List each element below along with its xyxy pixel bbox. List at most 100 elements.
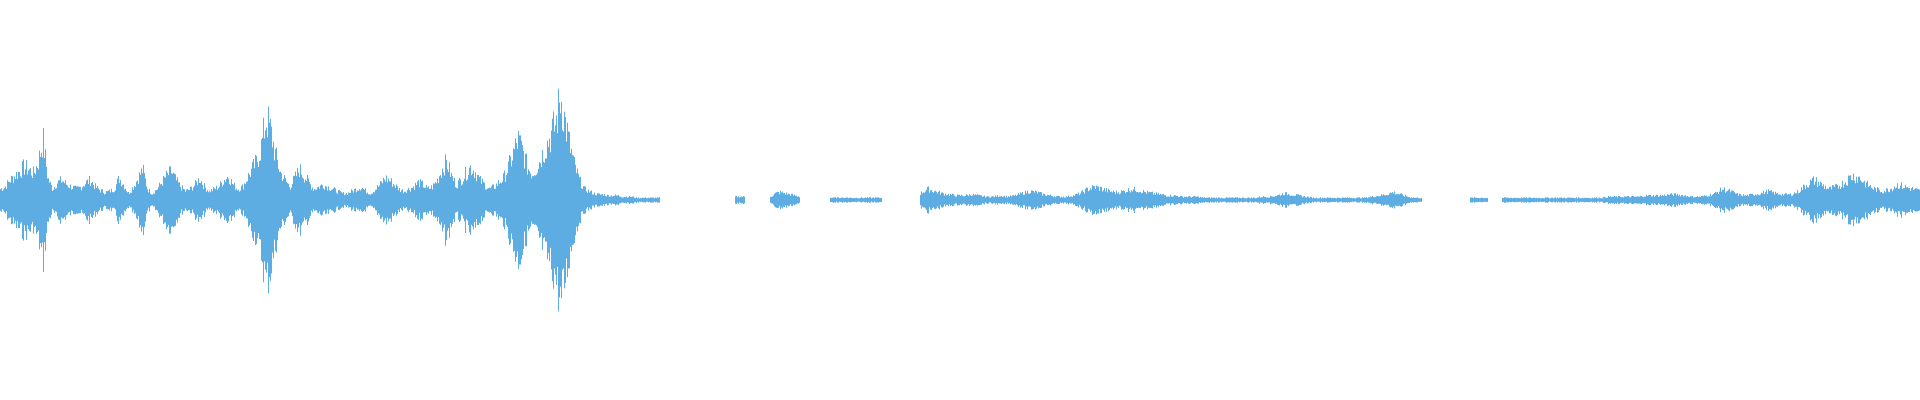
waveform-peak xyxy=(1653,194,1654,205)
waveform-peak xyxy=(1084,193,1085,207)
waveform-peak xyxy=(218,188,219,212)
waveform-peak xyxy=(1296,194,1297,206)
waveform-peak xyxy=(966,194,967,206)
waveform-peak xyxy=(592,194,593,206)
waveform-peak xyxy=(1112,192,1113,208)
waveform-peak xyxy=(1162,194,1163,206)
waveform-peak xyxy=(276,147,277,253)
waveform-peak xyxy=(191,186,192,214)
waveform-peak xyxy=(111,188,112,212)
waveform-peak xyxy=(1103,190,1104,210)
waveform-peak xyxy=(384,179,385,221)
waveform-peak xyxy=(937,193,938,207)
waveform-peak xyxy=(1408,197,1409,203)
waveform-peak xyxy=(24,174,25,226)
waveform-peak xyxy=(1507,197,1508,203)
waveform-peak xyxy=(1651,196,1652,204)
waveform-peak xyxy=(1051,195,1052,205)
waveform-peak xyxy=(1895,188,1896,212)
waveform-peak xyxy=(1191,197,1192,203)
waveform-peak xyxy=(1917,188,1918,212)
waveform-peak xyxy=(305,179,306,221)
waveform-peak xyxy=(1559,197,1560,203)
waveform-peak xyxy=(1292,195,1293,205)
waveform-peak xyxy=(432,189,433,211)
waveform-peak xyxy=(1143,189,1144,211)
waveform-peak xyxy=(220,181,221,219)
waveform-peak xyxy=(630,197,631,203)
waveform-peak xyxy=(1170,194,1171,206)
waveform-peak xyxy=(1146,193,1147,207)
waveform-peak xyxy=(1271,196,1272,204)
waveform-peak xyxy=(516,143,517,257)
waveform-peak xyxy=(1473,198,1474,202)
waveform-peak xyxy=(1905,184,1906,216)
waveform-peak xyxy=(1069,197,1070,203)
waveform-peak xyxy=(522,145,523,255)
waveform-peak xyxy=(1658,196,1659,204)
waveform-peak xyxy=(1028,193,1029,207)
waveform-peak xyxy=(1755,194,1756,206)
waveform-peak xyxy=(258,167,259,233)
waveform-peak xyxy=(234,182,235,218)
waveform-peak xyxy=(646,198,647,202)
waveform-peak xyxy=(412,187,413,213)
waveform-peak xyxy=(1764,194,1765,206)
waveform-peak xyxy=(417,181,418,219)
waveform-peak xyxy=(1645,196,1646,204)
waveform-peak xyxy=(254,168,255,232)
waveform-peak xyxy=(314,189,315,211)
waveform-peak xyxy=(1898,188,1899,212)
waveform-peak xyxy=(559,102,560,298)
waveform-peak xyxy=(80,186,81,214)
waveform-peak xyxy=(774,193,775,207)
waveform-peak xyxy=(1569,197,1570,203)
waveform-peak xyxy=(402,189,403,211)
waveform-peak xyxy=(1319,198,1320,202)
waveform-peak xyxy=(467,179,468,221)
waveform-peak xyxy=(1614,195,1615,205)
waveform-peak xyxy=(1558,198,1559,202)
waveform-peak xyxy=(587,192,588,207)
waveform-peak xyxy=(309,182,310,218)
waveform-peak xyxy=(1220,198,1221,202)
waveform-peak xyxy=(837,197,838,203)
waveform-peak xyxy=(263,117,264,283)
waveform-peak xyxy=(1716,192,1717,208)
waveform-peak xyxy=(157,189,158,211)
waveform-peak xyxy=(318,186,319,214)
waveform-peak xyxy=(1266,197,1267,203)
waveform-peak xyxy=(1366,196,1367,204)
waveform-peak xyxy=(186,189,187,211)
waveform-peak xyxy=(1687,196,1688,204)
waveform-peak xyxy=(1885,192,1886,208)
waveform-peak xyxy=(1766,189,1767,211)
waveform-peak xyxy=(1106,188,1107,212)
waveform-peak xyxy=(851,197,852,203)
waveform-peak xyxy=(855,198,856,202)
waveform-peak xyxy=(1599,197,1600,203)
waveform-peak xyxy=(502,181,503,219)
waveform-peak xyxy=(427,187,428,213)
waveform-peak xyxy=(1216,197,1217,203)
waveform-peak xyxy=(999,196,1000,204)
waveform-peak xyxy=(203,189,204,211)
waveform-peak xyxy=(1100,186,1101,214)
waveform-peak xyxy=(1242,197,1243,203)
waveform-peak xyxy=(853,198,854,202)
waveform-peak xyxy=(791,193,792,206)
waveform-peak xyxy=(1189,195,1190,204)
waveform-peak xyxy=(1059,196,1060,204)
waveform-peak xyxy=(1565,198,1566,202)
waveform-peak xyxy=(368,194,369,206)
waveform-peak xyxy=(1540,198,1541,202)
waveform-peak xyxy=(1002,197,1003,203)
waveform-peak xyxy=(215,189,216,211)
waveform-peak xyxy=(1247,197,1248,203)
waveform-peak xyxy=(1241,198,1242,202)
waveform-peak xyxy=(1412,197,1413,202)
waveform-peak xyxy=(377,185,378,215)
waveform-peak xyxy=(1528,197,1529,203)
